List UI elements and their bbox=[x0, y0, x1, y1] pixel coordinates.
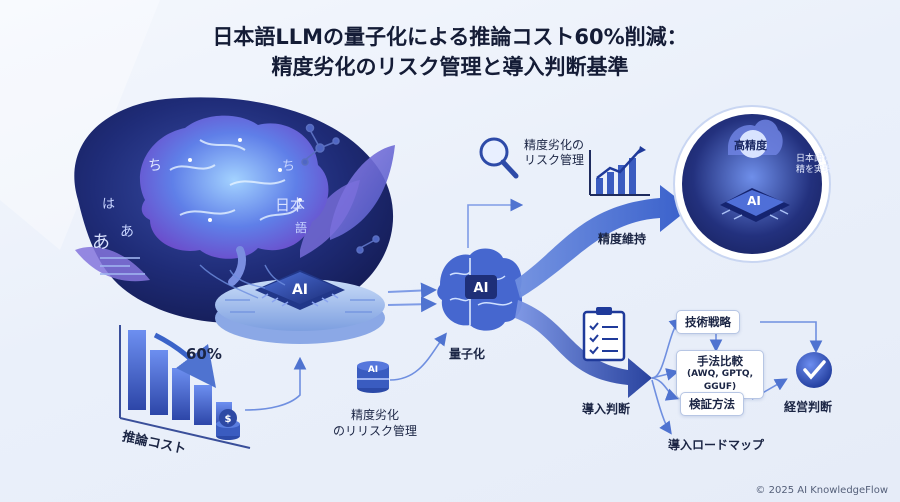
business-decision-check-icon bbox=[796, 352, 832, 388]
glyph-label: AI bbox=[368, 365, 378, 375]
coin-stack-icon: $ bbox=[216, 409, 240, 440]
roadmap-label: 導入ロードマップ bbox=[668, 438, 765, 452]
glyph-label: ち bbox=[282, 159, 295, 174]
glyph-label: 語 bbox=[295, 220, 307, 235]
copyright-footer: © 2025 AI KnowledgeFlow bbox=[755, 485, 888, 496]
quantized-brain-icon: AI bbox=[437, 248, 523, 331]
checklist-clipboard-icon bbox=[582, 307, 626, 362]
glyph-label: あ bbox=[120, 224, 134, 240]
risk-label-top: 精度劣化の リスク管理 bbox=[524, 138, 584, 168]
risk-left-line-1: 精度劣化 bbox=[350, 408, 399, 422]
tech-strategy-node: 技術戦略 bbox=[676, 310, 740, 334]
cost-percent-label: 60% bbox=[186, 345, 222, 363]
upper-flow-stream bbox=[515, 185, 690, 298]
method-compare-title: 手法比較 bbox=[697, 354, 743, 368]
title-line-1: 日本語LLMの量子化による推論コスト60%削減： bbox=[212, 25, 688, 49]
maintain-precision-label: 精度維持 bbox=[598, 232, 647, 246]
lower-flow-stream bbox=[515, 300, 652, 398]
magnifier-icon bbox=[479, 137, 519, 179]
glyph-label: ち bbox=[148, 158, 162, 174]
quantize-label: 量子化 bbox=[449, 347, 486, 361]
risk-top-line-1: 精度劣化の bbox=[524, 138, 585, 152]
molecule-icon bbox=[301, 123, 380, 254]
high-precision-chip: AI bbox=[673, 105, 831, 263]
high-precision-badge: 高精度 bbox=[734, 139, 767, 152]
risk-left-line-2: のリリスク管理 bbox=[332, 424, 417, 438]
title-line-2: 精度劣化のリスク管理と導入判断基準 bbox=[271, 55, 629, 79]
diagram-title: 日本語LLMの量子化による推論コスト60%削減： 精度劣化のリスク管理と導入判断… bbox=[0, 22, 900, 82]
glyph-label: AI bbox=[474, 281, 489, 296]
risk-label-left: 精度劣化 のリリスク管理 bbox=[325, 407, 425, 439]
risk-top-line-2: リスク管理 bbox=[524, 153, 585, 167]
precision-note: 日本語の 精を実現 bbox=[796, 154, 832, 176]
svg-text:$: $ bbox=[225, 414, 232, 425]
precision-note-line-1: 日本語の bbox=[796, 154, 833, 164]
ai-database-icon: AI bbox=[357, 361, 389, 393]
method-compare-sub: (AWQ, GPTQ, GGUF) bbox=[687, 369, 753, 392]
glyph-label: AI bbox=[292, 282, 308, 298]
business-decision-label: 経営判断 bbox=[784, 400, 833, 414]
glyph-label: は bbox=[102, 197, 115, 212]
method-compare-node: 手法比較 (AWQ, GPTQ, GGUF) bbox=[676, 350, 764, 399]
glyph-label: あ bbox=[92, 232, 110, 253]
leaf-decoration bbox=[330, 145, 395, 240]
decision-label: 導入判断 bbox=[582, 402, 631, 416]
growth-chart-icon bbox=[589, 146, 650, 196]
precision-note-line-2: 精を実現 bbox=[796, 165, 833, 175]
cost-down-arrow bbox=[153, 332, 217, 388]
brain-icon bbox=[139, 115, 329, 286]
glyph-label: 日本 bbox=[275, 196, 305, 214]
verify-method-node: 検証方法 bbox=[680, 392, 744, 416]
glyph-label: AI bbox=[747, 194, 761, 208]
